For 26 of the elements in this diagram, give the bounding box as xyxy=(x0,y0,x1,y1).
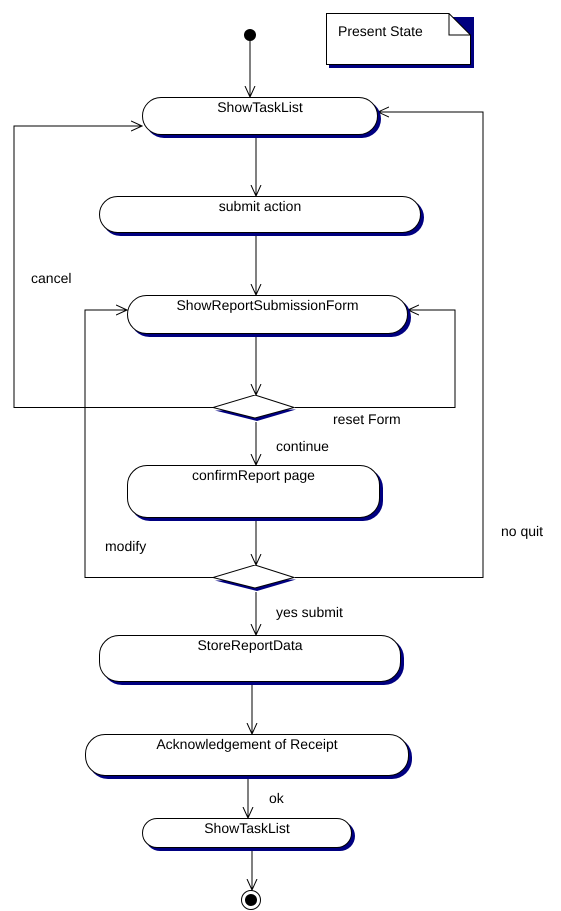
arrow xyxy=(244,40,256,98)
arrow xyxy=(294,106,484,578)
edge-label: modify xyxy=(104,538,148,554)
decision-diamond xyxy=(213,565,297,592)
arrow xyxy=(294,304,456,408)
edge-label: no quit xyxy=(500,523,544,539)
decision-diamond xyxy=(213,395,297,422)
activity-box: ShowReportSubmissionForm xyxy=(127,295,408,334)
activity-box: ShowTaskList xyxy=(142,818,352,848)
edge-label: cancel xyxy=(30,270,72,286)
edge-label: yes submit xyxy=(275,604,344,620)
arrow xyxy=(250,592,262,636)
activity-box: Acknowledgement of Receipt xyxy=(85,734,409,776)
arrow xyxy=(14,120,214,408)
edge-label: ok xyxy=(268,790,285,806)
arrow xyxy=(84,304,214,578)
arrow xyxy=(250,422,262,466)
start-node xyxy=(244,29,256,41)
note: Present State xyxy=(326,13,474,68)
edge-label: continue xyxy=(275,438,330,454)
activity-box: ShowTaskList xyxy=(142,97,378,135)
end-node xyxy=(241,890,261,910)
activity-box: confirmReport page xyxy=(127,465,380,518)
activity-box: StoreReportData xyxy=(99,635,401,682)
activity-box: submit action xyxy=(99,196,421,233)
edge-label: reset Form xyxy=(332,411,402,427)
